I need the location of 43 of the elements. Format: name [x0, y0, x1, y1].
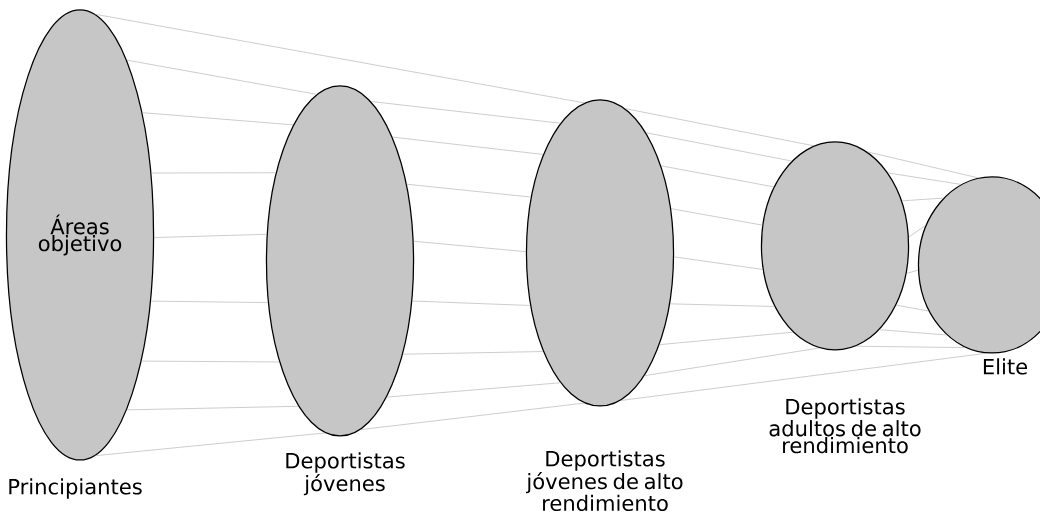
perspective-line — [901, 197, 944, 202]
perspective-line — [659, 331, 794, 345]
perspective-line — [95, 432, 326, 456]
node-label: Deportistas jóvenes de alto rendimiento — [526, 450, 683, 512]
ellipse — [917, 176, 1040, 354]
perspective-line — [660, 165, 775, 188]
perspective-line — [392, 136, 544, 155]
perspective-line — [406, 183, 532, 198]
perspective-line — [360, 402, 585, 430]
perspective-line — [386, 382, 561, 398]
perspective-line — [153, 234, 267, 238]
perspective-line — [625, 108, 814, 147]
perspective-line — [95, 14, 585, 104]
perspective-line — [906, 269, 919, 274]
node-label: Deportistas adultos de alto rendimiento — [769, 398, 921, 454]
perspective-line — [142, 112, 294, 126]
perspective-line — [620, 353, 987, 401]
ellipse — [525, 99, 675, 407]
perspective-line — [673, 256, 763, 270]
perspective-line — [644, 347, 820, 376]
perspective-line — [150, 300, 269, 303]
perspective-line — [879, 329, 947, 336]
perspective-line — [867, 151, 979, 179]
node-label: Deportistas jóvenes — [286, 452, 405, 496]
perspective-line — [151, 172, 277, 174]
perspective-line — [370, 101, 561, 124]
perspective-line — [895, 304, 929, 312]
perspective-line — [908, 224, 926, 238]
perspective-line — [856, 345, 966, 348]
perspective-line — [887, 172, 962, 185]
perspective-line — [126, 406, 299, 411]
node-label: Principiantes — [9, 478, 142, 499]
perspective-line — [645, 132, 792, 162]
perspective-line — [141, 360, 280, 363]
perspective-line — [126, 59, 317, 95]
perspective-line — [411, 300, 531, 306]
perspective-line — [670, 208, 763, 226]
node-label: Elite — [983, 358, 1027, 375]
perspective-line — [413, 240, 527, 252]
ellipse — [265, 85, 415, 437]
perspective-line — [402, 351, 544, 355]
ellipse — [760, 141, 910, 351]
perspective-line — [669, 303, 775, 307]
